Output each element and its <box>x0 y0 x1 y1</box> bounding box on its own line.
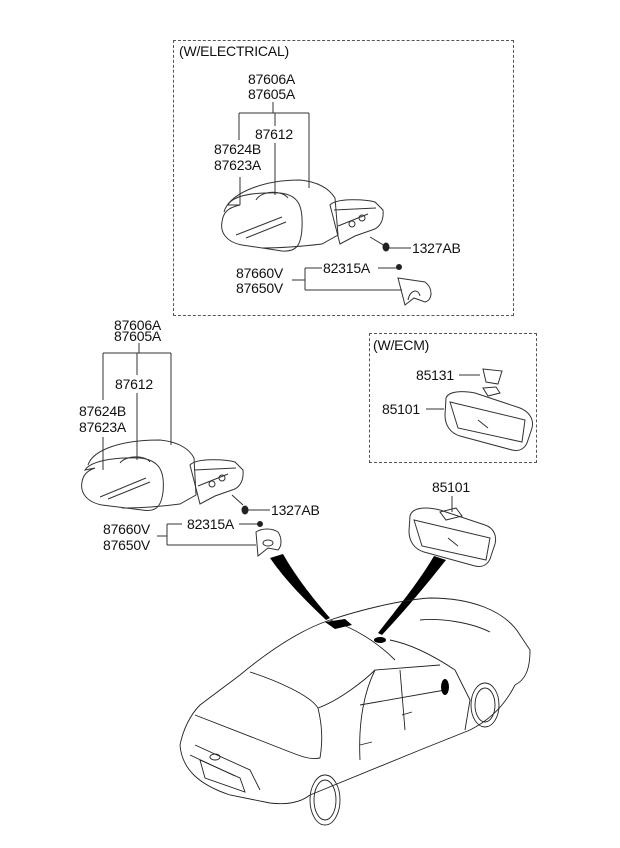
ecm-mirror-drawing <box>444 368 533 451</box>
ecm-group-title: (W/ECM) <box>373 337 430 353</box>
part-label-87624b[interactable]: 87624B <box>214 141 262 157</box>
location-pointers <box>270 554 446 635</box>
part-label-82315a[interactable]: 82315A <box>323 260 371 276</box>
ecm-leader-lines <box>426 374 480 410</box>
part-label-87606a[interactable]: 87606A <box>248 71 296 87</box>
part-label-87605a-manual[interactable]: 87605A <box>114 328 162 344</box>
part-label-87623a-manual[interactable]: 87623A <box>79 419 127 435</box>
part-label-87605a[interactable]: 87605A <box>248 86 296 102</box>
manual-mirror-drawing <box>81 439 282 557</box>
part-label-87660v-manual[interactable]: 87660V <box>103 521 151 537</box>
electrical-mirror-drawing <box>221 179 432 306</box>
part-label-87660v[interactable]: 87660V <box>236 265 284 281</box>
car-drawing <box>179 597 531 826</box>
part-label-87650v-manual[interactable]: 87650V <box>103 537 151 553</box>
manual-leader-lines <box>102 343 270 546</box>
part-label-85131[interactable]: 85131 <box>416 367 454 383</box>
part-label-87623a[interactable]: 87623A <box>214 157 262 173</box>
part-label-1327ab[interactable]: 1327AB <box>412 240 461 256</box>
inside-mirror-drawing <box>408 496 497 567</box>
part-label-85101[interactable]: 85101 <box>432 479 470 495</box>
part-label-87612[interactable]: 87612 <box>255 126 293 142</box>
part-label-87624b-manual[interactable]: 87624B <box>79 403 127 419</box>
part-label-1327ab-manual[interactable]: 1327AB <box>271 502 320 518</box>
part-label-87606a-manual[interactable]: 87606A <box>114 317 162 333</box>
part-label-82315a-manual[interactable]: 82315A <box>187 516 235 532</box>
electrical-leader-lines <box>238 102 411 291</box>
part-label-87612-manual[interactable]: 87612 <box>115 376 153 392</box>
electrical-group-title: (W/ELECTRICAL) <box>179 43 289 59</box>
ecm-group-box <box>369 333 537 463</box>
part-label-87650v[interactable]: 87650V <box>236 280 284 296</box>
part-label-85101-ecm[interactable]: 85101 <box>382 401 420 417</box>
electrical-group-box <box>173 40 514 316</box>
